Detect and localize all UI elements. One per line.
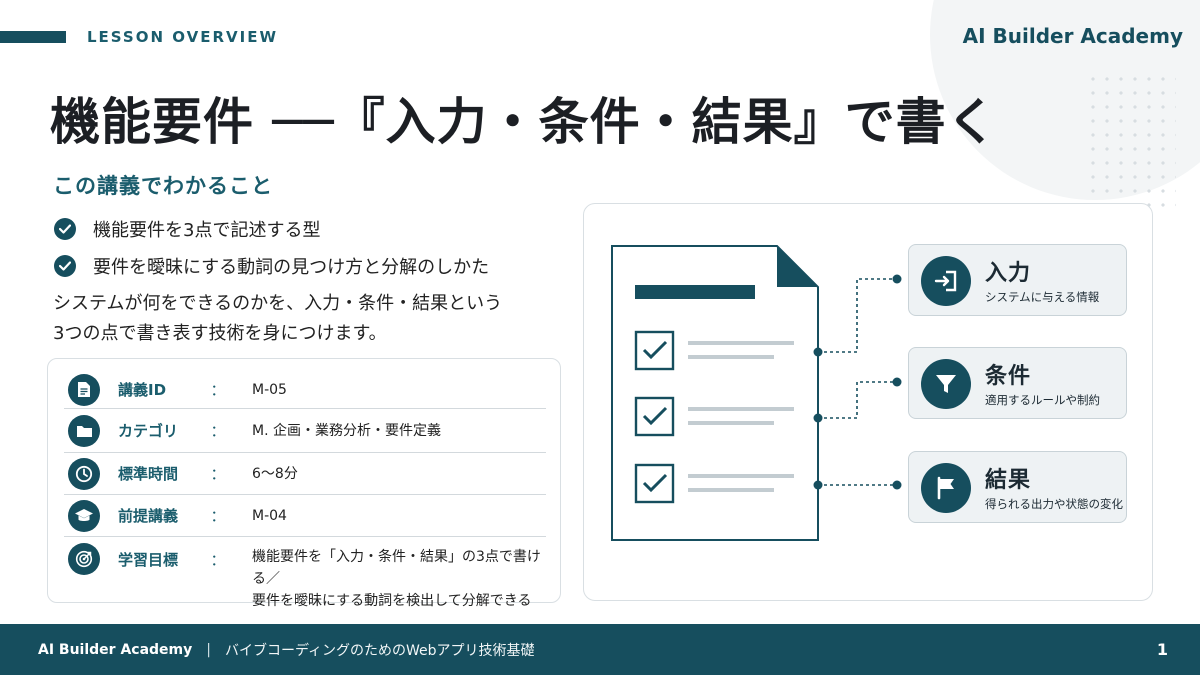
info-value-line: 機能要件を「入力・条件・結果」の3点で書ける／ xyxy=(252,549,541,587)
info-label: 講義ID xyxy=(118,381,167,399)
info-value: M. 企画・業務分析・要件定義 xyxy=(252,422,441,439)
graduation-cap-icon xyxy=(68,499,100,532)
info-label: 学習目標 xyxy=(118,551,179,569)
footer-brand: AI Builder Academy xyxy=(38,641,193,658)
info-colon: ： xyxy=(210,551,226,569)
funnel-filter-icon xyxy=(921,359,971,409)
diagram-card-title: 入力 xyxy=(985,261,1032,286)
target-icon xyxy=(68,543,100,575)
description-line: システムが何をできるのかを、入力・条件・結果という xyxy=(53,293,503,314)
brand-logo-text: AI Builder Academy xyxy=(962,24,1183,48)
diagram-card-input: 入力 システムに与える情報 xyxy=(908,244,1127,316)
footer-bar: AI Builder Academy | バイブコーディングのためのWebアプリ… xyxy=(0,624,1200,675)
info-row-lecture-id: 講義ID ： M-05 xyxy=(64,371,546,409)
diagram-card-title: 条件 xyxy=(985,364,1032,389)
page-title: 機能要件 ──『入力・条件・結果』で書く xyxy=(50,93,998,151)
decorative-dot-grid xyxy=(1086,72,1176,212)
document-fold xyxy=(777,246,818,287)
checklist-item xyxy=(634,396,794,437)
header-accent-bar xyxy=(0,31,66,43)
diagram-card-title: 結果 xyxy=(985,468,1032,493)
info-value: 6〜8分 xyxy=(252,465,298,482)
checkbox-icon xyxy=(634,396,675,437)
description-line: 3つの点で書き表す技術を身につけます。 xyxy=(53,323,387,344)
footer-separator: | xyxy=(206,641,211,658)
diagram-card-condition: 条件 適用するルールや制約 xyxy=(908,347,1127,419)
lesson-info-card: 講義ID ： M-05 カテゴリ ： M. 企画・業務分析・要件定義 標準時間 … xyxy=(47,358,561,609)
diagram-card-subtitle: 適用するルールや制約 xyxy=(985,393,1100,407)
page-number: 1 xyxy=(1156,640,1168,659)
footer-course-title: バイブコーディングのためのWebアプリ技術基礎 xyxy=(224,642,535,659)
info-row-prerequisite: 前提講義 ： M-04 xyxy=(64,495,546,537)
connector-lines xyxy=(818,278,897,486)
diagram-card-subtitle: システムに与える情報 xyxy=(985,290,1100,304)
learn-heading: この講義でわかること xyxy=(53,174,273,198)
info-label: 前提講義 xyxy=(118,507,179,525)
connector-dots xyxy=(813,274,902,490)
info-value: M-04 xyxy=(252,507,287,524)
document-icon xyxy=(68,373,100,406)
document-heading-bar xyxy=(635,285,755,299)
info-value: 機能要件を「入力・条件・結果」の3点で書ける／ 要件を曖昧にする動詞を検出して分… xyxy=(252,546,546,612)
info-colon: ： xyxy=(210,465,226,483)
info-row-category: カテゴリ ： M. 企画・業務分析・要件定義 xyxy=(64,409,546,453)
check-circle-icon xyxy=(54,254,76,277)
checklist-item xyxy=(634,330,794,371)
folder-icon xyxy=(68,414,100,447)
diagram-card-result: 結果 得られる出力や状態の変化 xyxy=(908,451,1127,523)
learn-item: 要件を曖昧にする動詞の見つけ方と分解のしかた xyxy=(54,247,489,284)
info-colon: ： xyxy=(210,381,226,399)
flag-icon xyxy=(921,463,971,513)
learn-list: 機能要件を3点で記述する型 要件を曖昧にする動詞の見つけ方と分解のしかた xyxy=(54,210,489,284)
info-label: カテゴリ xyxy=(118,422,179,440)
checkbox-icon xyxy=(634,330,675,371)
learn-item: 機能要件を3点で記述する型 xyxy=(54,210,489,247)
info-row-learning-goal: 学習目標 ： 機能要件を「入力・条件・結果」の3点で書ける／ 要件を曖昧にする動… xyxy=(64,537,546,609)
info-value: M-05 xyxy=(252,381,287,398)
checkbox-icon xyxy=(634,463,675,504)
learn-item-text: 機能要件を3点で記述する型 xyxy=(93,219,321,241)
info-value-line: 要件を曖昧にする動詞を検出して分解できる xyxy=(252,593,532,609)
checklist-item xyxy=(634,463,794,504)
enter-arrow-icon xyxy=(921,256,971,306)
section-label: LESSON OVERVIEW xyxy=(87,28,279,46)
lesson-description: システムが何をできるのかを、入力・条件・結果という 3つの点で書き表す技術を身に… xyxy=(53,289,573,349)
clock-icon xyxy=(68,457,100,490)
diagram-card-subtitle: 得られる出力や状態の変化 xyxy=(985,497,1123,511)
check-circle-icon xyxy=(54,217,76,240)
learn-item-text: 要件を曖昧にする動詞の見つけ方と分解のしかた xyxy=(93,256,490,278)
info-colon: ： xyxy=(210,507,226,525)
info-row-standard-time: 標準時間 ： 6〜8分 xyxy=(64,453,546,495)
info-label: 標準時間 xyxy=(118,465,179,483)
info-colon: ： xyxy=(210,422,226,440)
